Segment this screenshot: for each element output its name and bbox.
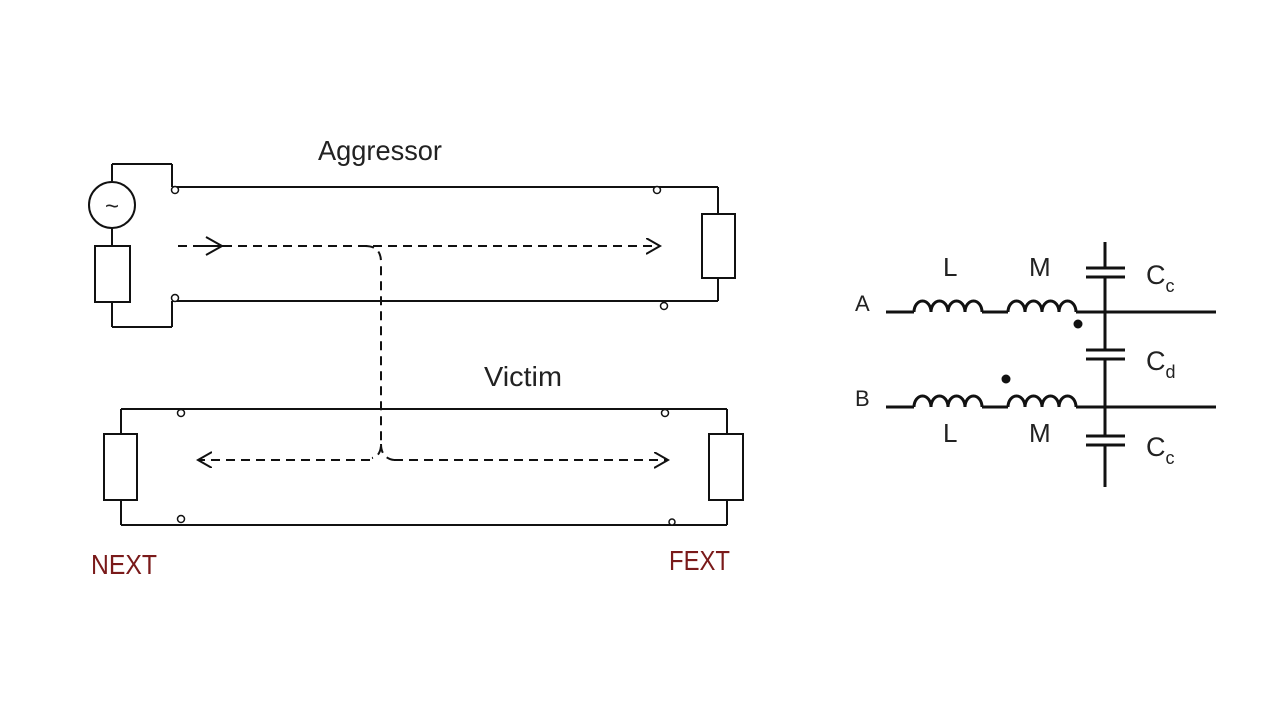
- polarity-dot-b: [1001, 374, 1011, 384]
- inductor-l-b: [912, 394, 984, 408]
- inductance-l-bottom-label: L: [943, 418, 957, 448]
- next-label: NEXT: [91, 549, 157, 580]
- line-a-label: A: [855, 291, 870, 316]
- signal-paths: [178, 246, 668, 460]
- victim-near-end-resistor: [103, 433, 138, 501]
- mutual-m-top-label: M: [1029, 252, 1051, 282]
- polarity-dot-a: [1073, 319, 1083, 329]
- cap-bottom-label: Cc: [1146, 432, 1175, 468]
- fext-label: FEXT: [669, 545, 730, 576]
- coupling-path: [364, 245, 382, 459]
- source-resistor: [94, 245, 131, 303]
- aggressor-line: [171, 164, 719, 327]
- victim-label: Victim: [484, 361, 562, 392]
- coupling-path-fork: [380, 443, 395, 461]
- inductor-m-b: [1006, 394, 1078, 408]
- aggressor-label: Aggressor: [318, 135, 442, 166]
- signal-source: [88, 163, 172, 328]
- victim-far-end-resistor: [708, 433, 744, 501]
- victim-line: [120, 408, 728, 526]
- cap-mid-label: Cd: [1146, 346, 1176, 382]
- inductance-l-top-label: L: [943, 252, 957, 282]
- ac-source-symbol: ~: [105, 193, 119, 220]
- victim-port-circles: [176, 408, 676, 526]
- aggressor-port-circles: [170, 185, 669, 311]
- coupling-model: [886, 242, 1216, 487]
- line-b-label: B: [855, 386, 870, 411]
- inductor-l-a: [912, 299, 984, 313]
- mutual-m-bottom-label: M: [1029, 418, 1051, 448]
- cap-top-label: Cc: [1146, 260, 1175, 296]
- inductor-m-a: [1006, 299, 1078, 313]
- aggressor-start-arrowhead: [205, 236, 225, 256]
- aggressor-load-resistor: [701, 213, 736, 279]
